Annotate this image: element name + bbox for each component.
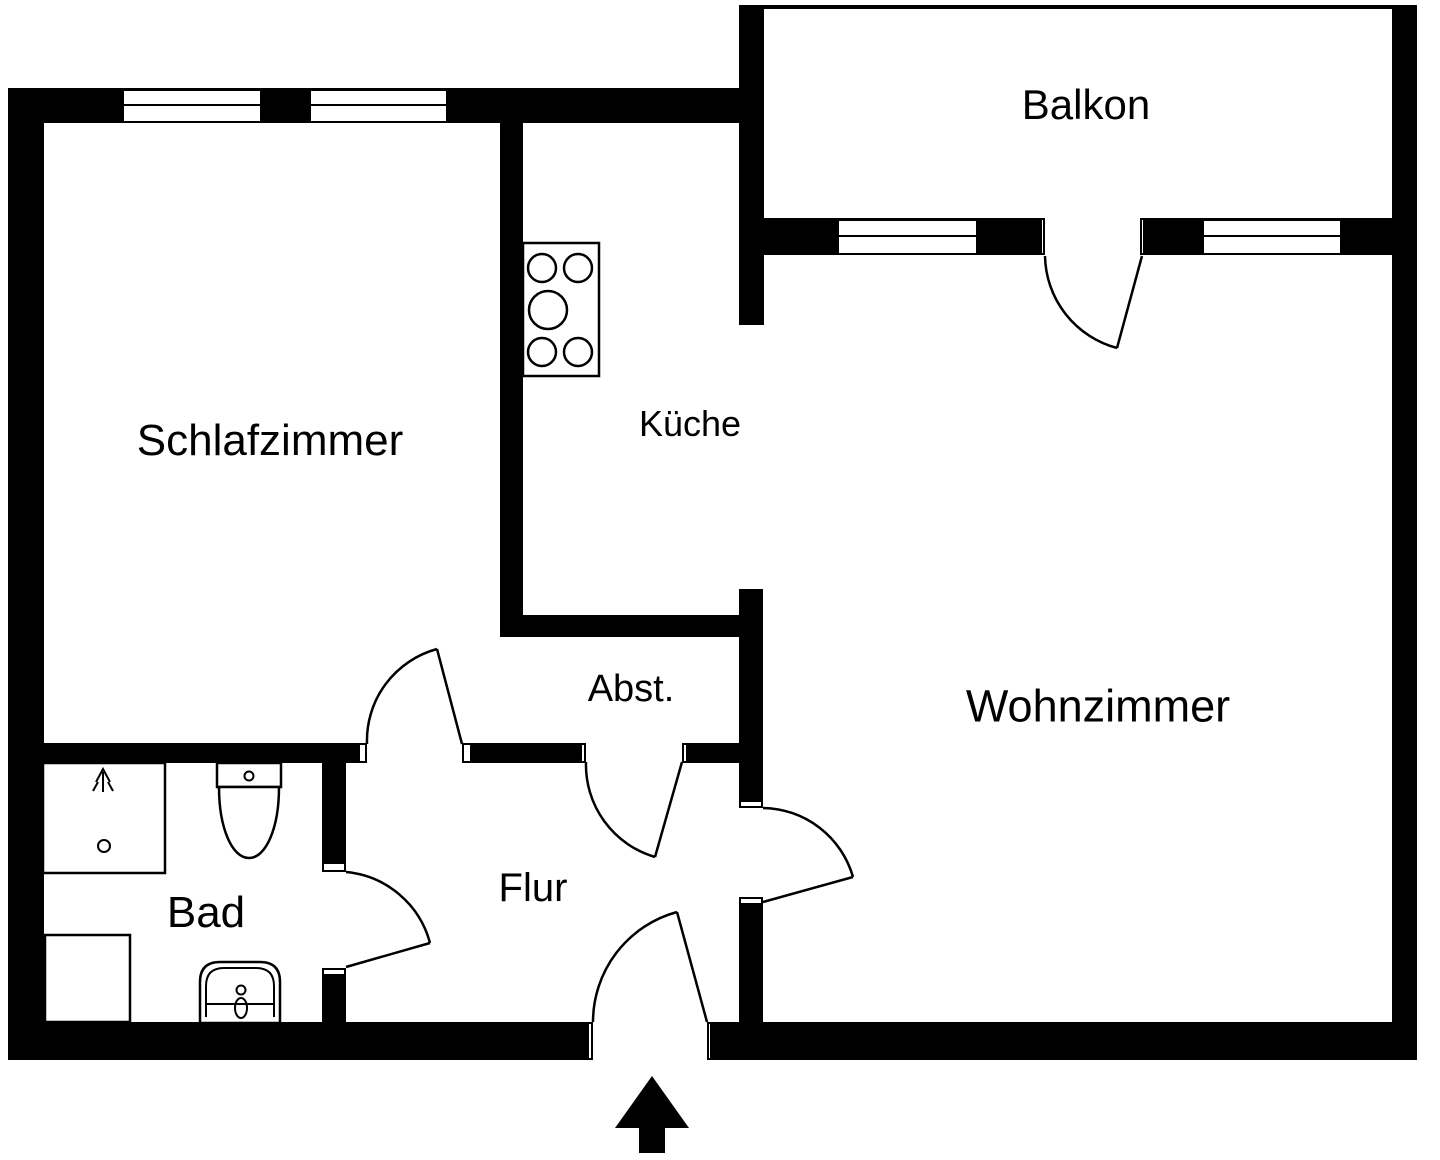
door-jamb	[462, 743, 472, 763]
wall-abst-top	[523, 615, 739, 637]
wall-divider-flur-wohnzimmer	[739, 905, 763, 1022]
room-label-bad: Bad	[166, 888, 246, 937]
door-jamb	[580, 743, 586, 763]
door-swing-arc	[762, 806, 855, 878]
window	[309, 88, 448, 123]
wall-kueche-left	[500, 123, 523, 637]
bad-door	[345, 870, 432, 969]
room-label-balkon: Balkon	[1021, 81, 1151, 128]
balcony-door	[1043, 255, 1144, 350]
burner	[562, 252, 594, 284]
sink-faucet	[234, 997, 248, 1019]
wall-bottom-segment	[712, 1022, 1417, 1060]
schlafzimmer-door	[365, 647, 464, 745]
room-label-schlafzimmer: Schlafzimmer	[136, 416, 404, 465]
door-swing-arc	[584, 761, 656, 859]
wall-top-segment	[8, 88, 122, 123]
toilet-bowl	[217, 785, 281, 860]
window	[122, 88, 262, 123]
balcony-railing-line	[739, 5, 1417, 9]
wall-bottom-segment	[8, 1022, 587, 1060]
burner	[562, 336, 594, 368]
wall-flur-top-segment	[44, 743, 358, 763]
sink-drain	[235, 984, 247, 996]
stove-icon	[521, 241, 601, 378]
toilet-tank	[215, 761, 283, 789]
wall-balcony-bottom-segment	[1145, 218, 1202, 255]
wall-balcony-left	[739, 5, 764, 325]
door-swing-arc	[1043, 255, 1118, 350]
wall-outer-left	[8, 88, 44, 1060]
door-leaf	[653, 761, 684, 858]
sink-icon	[198, 960, 282, 1025]
burner	[526, 252, 558, 284]
room-label-flur: Flur	[498, 866, 568, 910]
door-jamb	[1140, 218, 1145, 255]
door-swing-arc	[345, 870, 432, 944]
sink-outline	[198, 960, 282, 1025]
door-jamb	[358, 743, 367, 763]
wall-top-segment	[448, 88, 739, 123]
door-leaf	[435, 648, 464, 745]
toilet-icon	[215, 761, 283, 860]
room-label-wohnzimmer: Wohnzimmer	[965, 680, 1231, 732]
door-jamb	[707, 1022, 712, 1060]
wall-balcony-bottom-segment	[1342, 218, 1392, 255]
toilet-flush-button	[243, 770, 255, 782]
burner	[526, 336, 558, 368]
door-jamb	[1040, 218, 1045, 255]
door-leaf	[345, 941, 431, 969]
door-leaf	[1115, 255, 1144, 349]
abstellraum-door	[584, 761, 684, 859]
shower-drain	[97, 839, 111, 853]
wall-balcony-bottom-segment	[978, 218, 1040, 255]
wall-outer-right	[1392, 5, 1417, 1060]
wall-top-segment	[262, 88, 309, 123]
entrance-door	[591, 910, 709, 1023]
door-jamb	[739, 897, 763, 905]
window	[837, 218, 978, 255]
door-jamb	[682, 743, 688, 763]
wall-bad-right-lower	[322, 976, 346, 1022]
door-jamb	[322, 968, 346, 976]
door-jamb	[739, 800, 763, 808]
wall-flur-top-segment	[688, 743, 739, 763]
burner	[527, 289, 569, 331]
shower-tray	[41, 761, 167, 875]
door-swing-arc	[365, 647, 438, 745]
shower-icon	[41, 761, 167, 875]
wall-balcony-bottom-segment	[764, 218, 837, 255]
wall-flur-top-segment	[472, 743, 580, 763]
door-jamb	[587, 1022, 593, 1060]
wall-divider-kueche-wohnzimmer	[739, 589, 763, 800]
window	[1202, 218, 1342, 255]
room-label-abstellraum: Abst.	[587, 668, 675, 710]
shower-head	[92, 766, 114, 792]
wohnzimmer-door	[762, 806, 855, 904]
stove-outline	[521, 241, 601, 378]
wall-bad-right-upper	[322, 763, 346, 862]
entrance-arrow-icon	[615, 1076, 689, 1153]
door-jamb	[322, 862, 346, 872]
sink-inner	[205, 967, 275, 1017]
door-swing-arc	[591, 910, 678, 1023]
washing-machine-outline	[43, 933, 132, 1024]
door-leaf	[762, 875, 854, 904]
room-label-kueche: Küche	[638, 403, 742, 444]
door-leaf	[675, 911, 709, 1023]
washing-machine-icon	[43, 933, 132, 1024]
